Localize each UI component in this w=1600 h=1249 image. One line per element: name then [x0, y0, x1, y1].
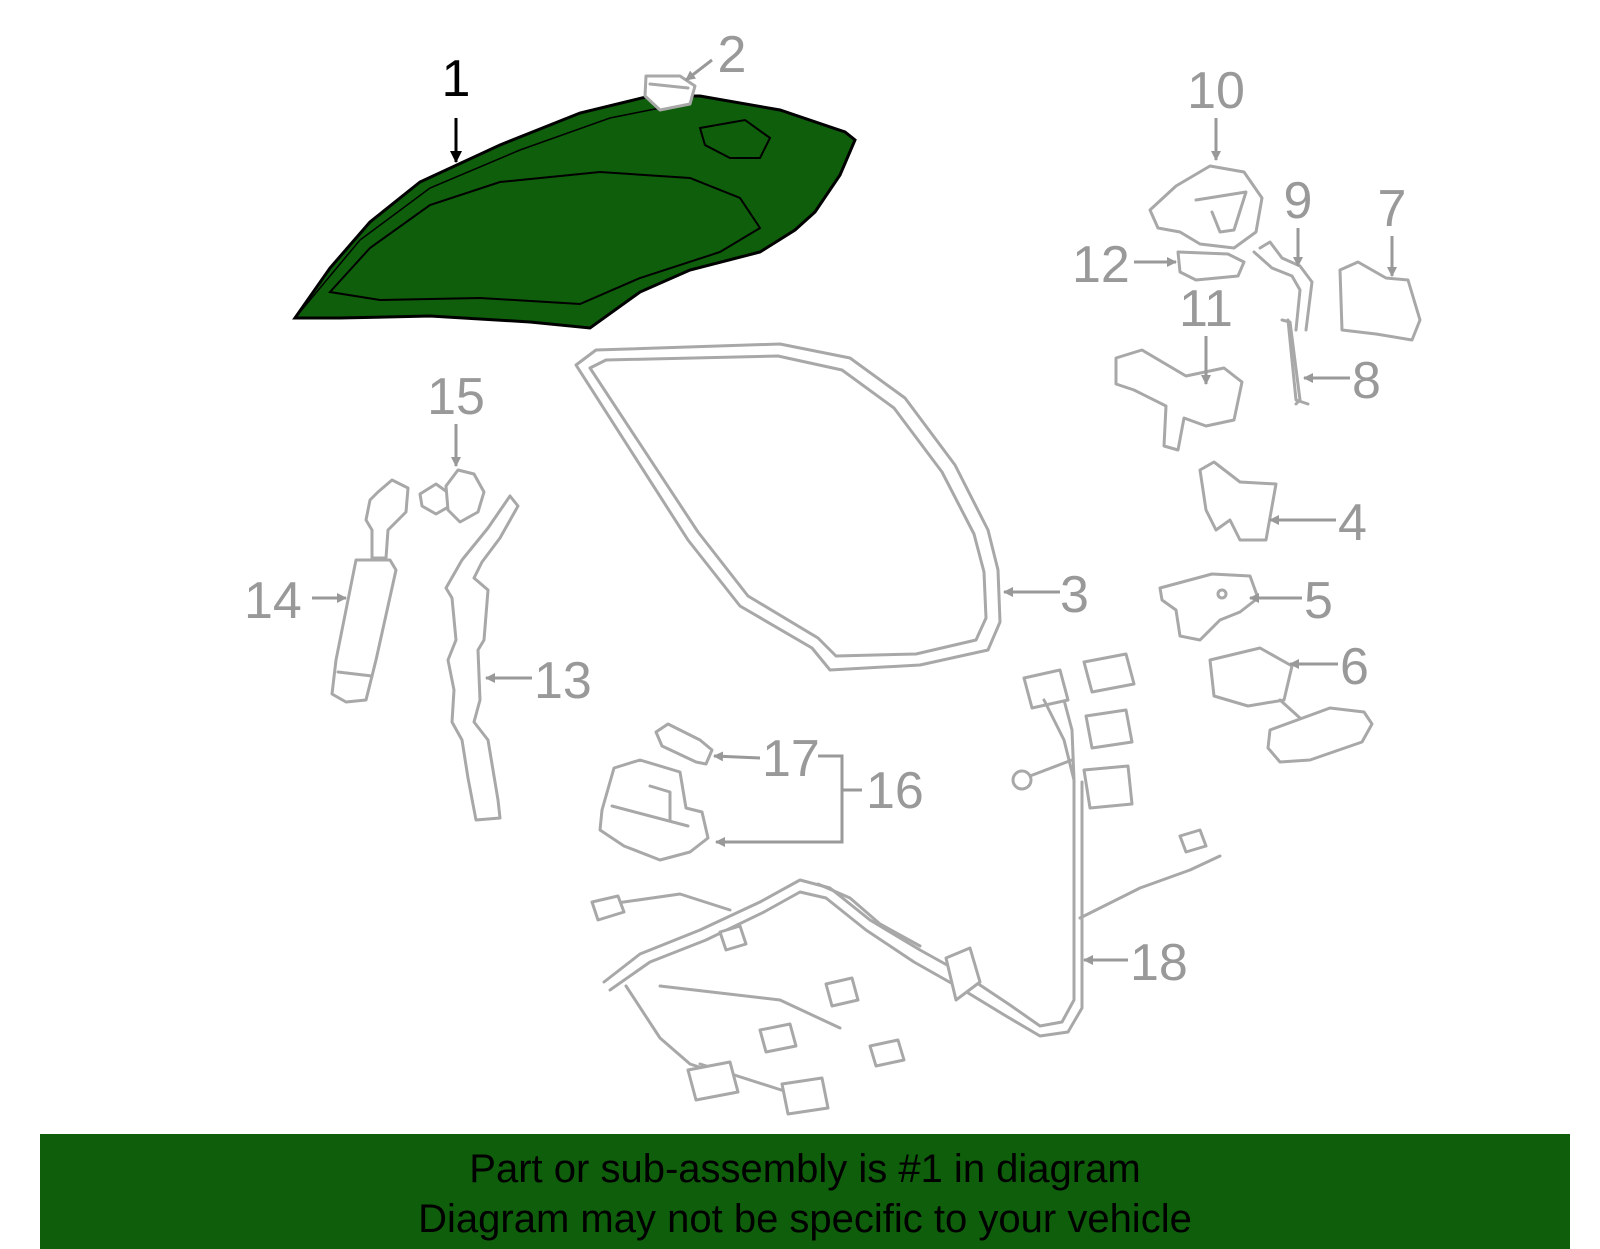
wiring-harness-part-18[interactable]: [590, 652, 1222, 1116]
callout-7: 7: [1378, 180, 1407, 238]
callout-16: 16: [866, 762, 924, 820]
trunk-lid-edge-line: [299, 107, 661, 313]
callout-15: 15: [427, 368, 485, 426]
trunk-lid-part-1[interactable]: [292, 94, 857, 330]
ball-stud-part-15[interactable]: [418, 468, 486, 524]
connector-part-12[interactable]: [1176, 250, 1246, 282]
emblem-part-10[interactable]: [1148, 164, 1264, 250]
banner-line-1: Part or sub-assembly is #1 in diagram: [469, 1147, 1141, 1191]
latch-part-5[interactable]: [1158, 572, 1260, 642]
banner-line-2: Diagram may not be specific to your vehi…: [418, 1197, 1192, 1241]
callout-6: 6: [1340, 638, 1369, 696]
callout-14: 14: [244, 572, 302, 630]
license-lamp-part-16[interactable]: [598, 758, 710, 862]
rod-part-8[interactable]: [1280, 318, 1310, 406]
trunk-lid-shape: [292, 94, 857, 330]
bulb-part-17[interactable]: [654, 722, 714, 766]
callout-8: 8: [1352, 352, 1381, 410]
callout-11: 11: [1179, 280, 1233, 338]
rod-part-9[interactable]: [1252, 240, 1314, 332]
hinge-part-13[interactable]: [444, 494, 520, 822]
bracket-part-4[interactable]: [1198, 460, 1278, 542]
callout-5: 5: [1304, 572, 1333, 630]
handle-part-6[interactable]: [1208, 646, 1374, 764]
clip-part-2[interactable]: [643, 74, 697, 112]
bracket-part-11[interactable]: [1114, 348, 1244, 452]
callout-4: 4: [1338, 494, 1367, 552]
weatherstrip-part-3[interactable]: [574, 342, 1002, 672]
callout-17: 17: [762, 730, 820, 788]
leader-lines: [312, 58, 1397, 965]
callout-13: 13: [534, 652, 592, 710]
info-banner: Part or sub-assembly is #1 in diagram Di…: [40, 1134, 1570, 1249]
callout-12: 12: [1072, 236, 1130, 294]
callout-18: 18: [1130, 934, 1188, 992]
callout-3: 3: [1060, 566, 1089, 624]
trunk-lid-inner-panel: [328, 170, 762, 306]
lift-support-part-14[interactable]: [330, 478, 410, 704]
callout-10: 10: [1187, 62, 1245, 120]
callout-9: 9: [1284, 172, 1313, 230]
callout-1: 1: [442, 50, 471, 108]
callout-2: 2: [718, 26, 747, 84]
bracket-part-7[interactable]: [1338, 260, 1422, 342]
trunk-lid-emblem-recess: [698, 118, 772, 159]
callout-labels: 1 2 3 4 5 6 7 8 9 10 11 12 13 14 15 16 1…: [244, 26, 1406, 992]
